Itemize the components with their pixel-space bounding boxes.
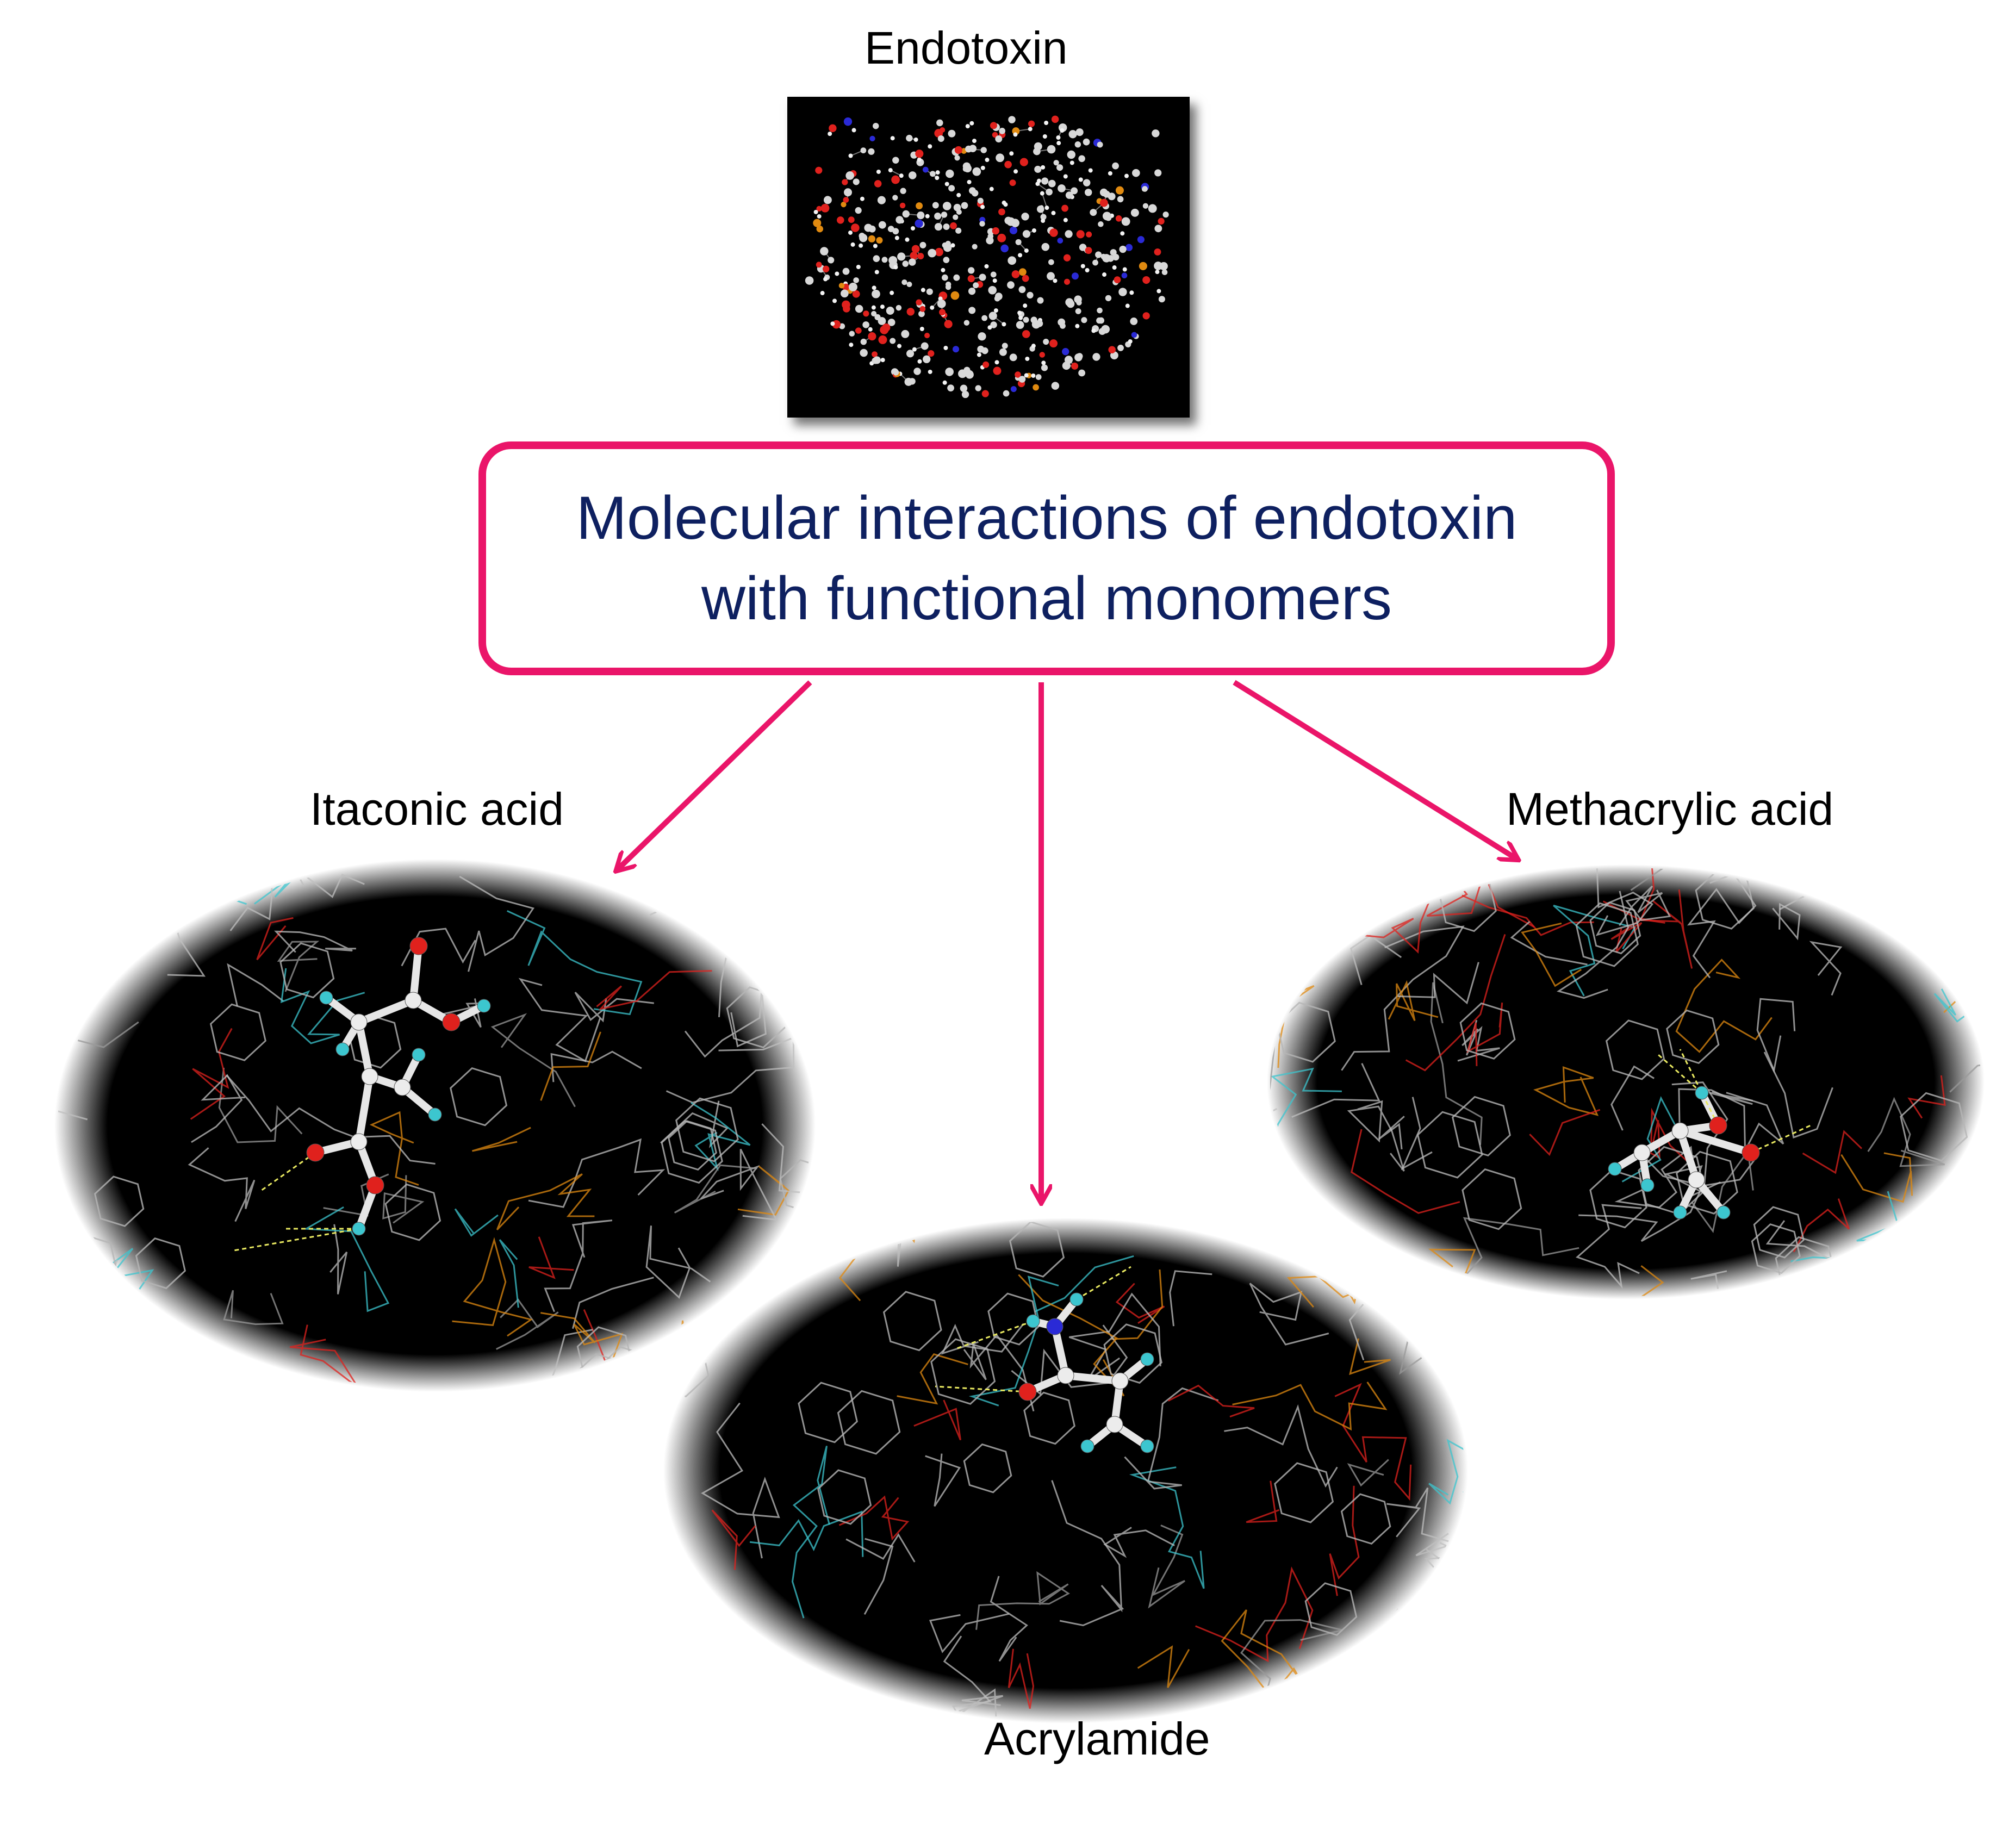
arrow-to-itaconic-acid: [617, 680, 812, 870]
endotoxin-atoms: [805, 115, 1169, 399]
methacrylic-acid-interaction-image: [1267, 864, 1985, 1299]
arrow-to-methacrylic-acid: [1233, 680, 1517, 859]
title-line-2: with functional monomers: [701, 564, 1392, 632]
title-box: Molecular interactions of endotoxin with…: [478, 441, 1615, 675]
monomer-model: [1608, 1049, 1811, 1219]
acrylamide-interaction-image: [663, 1218, 1468, 1723]
endotoxin-molecule-image: [787, 97, 1190, 418]
title-line-1: Molecular interactions of endotoxin: [576, 484, 1518, 552]
title-text: Molecular interactions of endotoxin with…: [576, 478, 1518, 639]
monomer-model: [233, 937, 491, 1252]
itaconic-acid-label: Itaconic acid: [310, 783, 564, 835]
endotoxin-label: Endotoxin: [865, 22, 1068, 73]
itaconic-acid-interaction-image: [54, 859, 816, 1392]
methacrylic-acid-label: Methacrylic acid: [1506, 783, 1834, 835]
monomer-model: [935, 1266, 1154, 1453]
